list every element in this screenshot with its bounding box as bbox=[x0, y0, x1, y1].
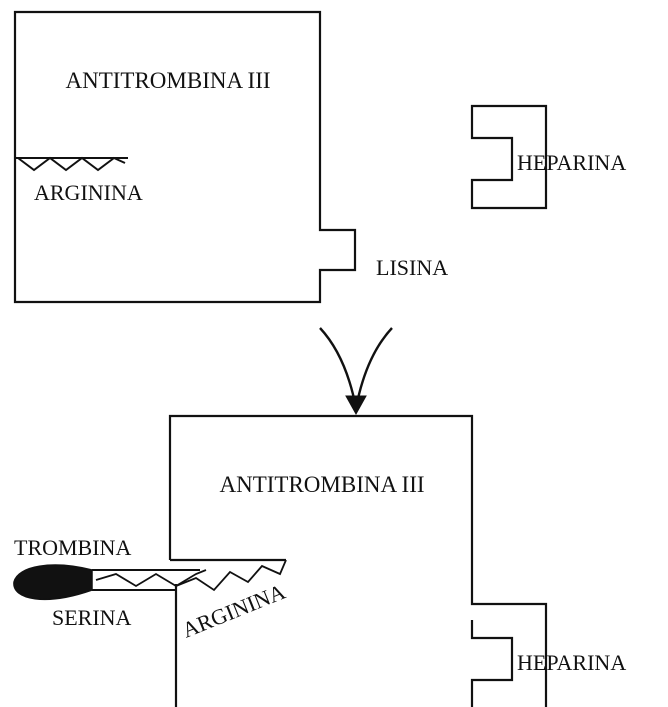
antithrombin-label-bottom: ANTITROMBINA III bbox=[219, 472, 424, 497]
thrombin-shape bbox=[14, 565, 92, 599]
antithrombin-label-top: ANTITROMBINA III bbox=[65, 68, 270, 93]
binding-arrowhead bbox=[346, 396, 366, 414]
arginine-label-top: ARGININA bbox=[34, 180, 143, 205]
bottom-panel: ANTITROMBINA III TROMBINA SERINA ARGININ… bbox=[14, 416, 626, 707]
arginine-site-top bbox=[15, 158, 128, 170]
top-panel: ANTITROMBINA III ARGININA LISINA HEPARIN… bbox=[15, 12, 626, 302]
antithrombin-block-bottom bbox=[170, 416, 546, 707]
serine-zigzag bbox=[96, 570, 206, 586]
lysine-label: LISINA bbox=[376, 255, 448, 280]
thrombin-label: TROMBINA bbox=[14, 535, 131, 560]
heparin-label-top: HEPARINA bbox=[517, 150, 626, 175]
heparin-shape-bottom bbox=[472, 620, 512, 707]
arginine-label-bottom: ARGININA bbox=[179, 579, 289, 643]
serine-label: SERINA bbox=[52, 605, 132, 630]
heparin-label-bottom: HEPARINA bbox=[517, 650, 626, 675]
